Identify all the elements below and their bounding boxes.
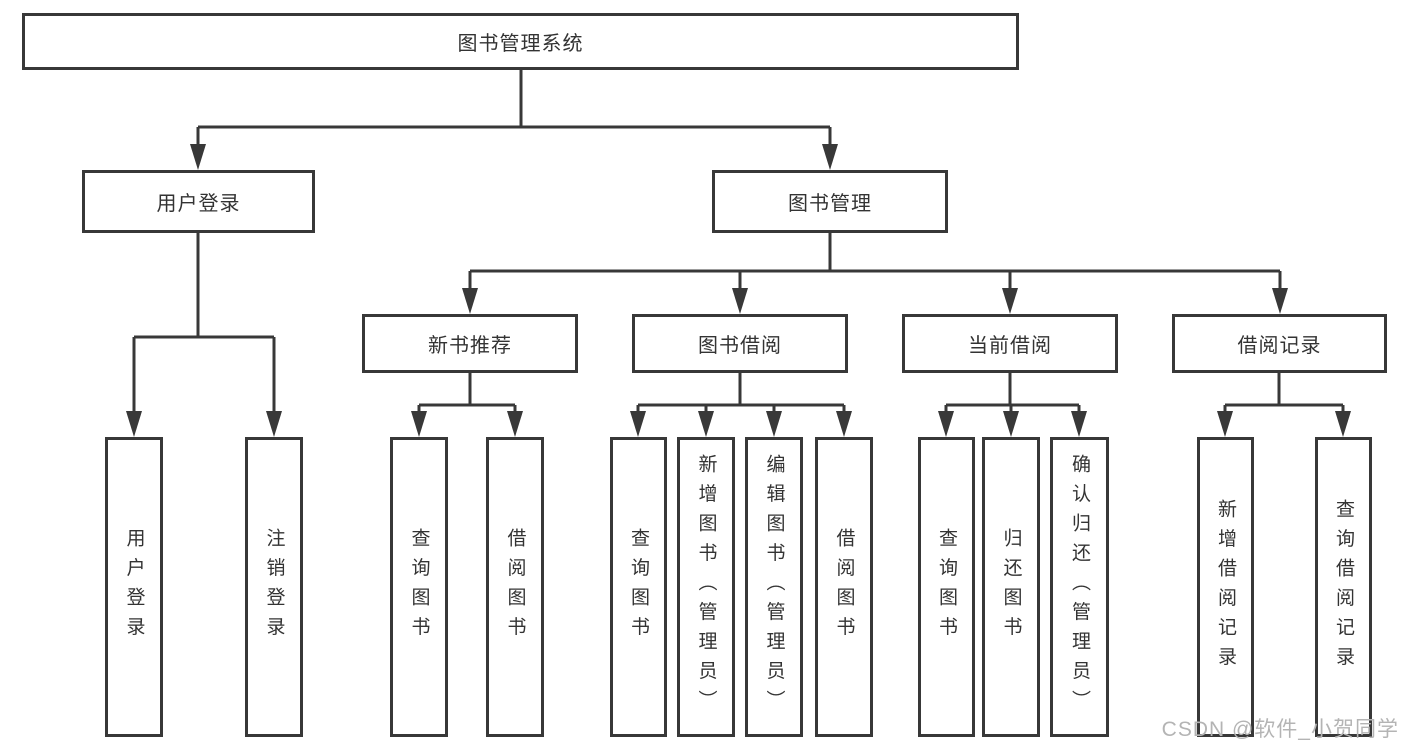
leaf-record-query: 查询借阅记录 bbox=[1315, 437, 1372, 737]
leaf-newbook-query-label: 查询图书 bbox=[408, 528, 430, 646]
connector-record-to-leaves bbox=[1217, 373, 1351, 437]
leaf-borrow-edit-admin: 编辑图书（管理员） bbox=[745, 437, 803, 737]
node-book-borrow-label: 图书借阅 bbox=[698, 335, 782, 357]
node-user-login-label: 用户登录 bbox=[156, 193, 241, 215]
leaf-borrow-query-label: 查询图书 bbox=[628, 528, 649, 646]
leaf-borrow-borrow-label: 借阅图书 bbox=[833, 528, 855, 646]
node-book-management-label: 图书管理 bbox=[788, 193, 872, 215]
watermark-text: CSDN @软件_小贺同学 bbox=[1161, 718, 1399, 741]
node-borrow-record-label: 借阅记录 bbox=[1237, 335, 1322, 357]
connector-login-to-leaves bbox=[126, 233, 282, 437]
leaf-logout-label: 注销登录 bbox=[263, 528, 285, 646]
node-book-borrow: 图书借阅 bbox=[632, 314, 848, 373]
leaf-user-login-label: 用户登录 bbox=[123, 528, 145, 646]
leaf-borrow-add-admin: 新增图书（管理员） bbox=[677, 437, 735, 737]
leaf-newbook-query: 查询图书 bbox=[390, 437, 448, 737]
leaf-current-return-label: 归还图书 bbox=[1000, 528, 1022, 646]
leaf-logout: 注销登录 bbox=[245, 437, 303, 737]
connector-newbook-to-leaves bbox=[411, 373, 523, 437]
leaf-newbook-borrow: 借阅图书 bbox=[486, 437, 544, 737]
connector-borrow-to-leaves bbox=[630, 373, 852, 437]
leaf-user-login: 用户登录 bbox=[105, 437, 163, 737]
leaf-borrow-borrow: 借阅图书 bbox=[815, 437, 873, 737]
leaf-borrow-query: 查询图书 bbox=[610, 437, 667, 737]
node-current-borrow: 当前借阅 bbox=[902, 314, 1118, 373]
connector-root-to-level2 bbox=[190, 70, 838, 170]
node-borrow-record: 借阅记录 bbox=[1172, 314, 1387, 373]
leaf-record-add-label: 新增借阅记录 bbox=[1215, 498, 1236, 676]
leaf-record-add: 新增借阅记录 bbox=[1197, 437, 1254, 737]
leaf-borrow-add-admin-label: 新增图书（管理员） bbox=[695, 454, 717, 720]
leaf-current-query-label: 查询图书 bbox=[936, 528, 957, 646]
node-current-borrow-label: 当前借阅 bbox=[968, 335, 1052, 357]
node-user-login: 用户登录 bbox=[82, 170, 315, 233]
leaf-current-query: 查询图书 bbox=[918, 437, 975, 737]
leaf-current-confirm-admin: 确认归还（管理员） bbox=[1050, 437, 1109, 737]
leaf-borrow-edit-admin-label: 编辑图书（管理员） bbox=[763, 454, 785, 720]
leaf-newbook-borrow-label: 借阅图书 bbox=[504, 528, 526, 646]
connector-management-to-level3 bbox=[462, 233, 1288, 314]
node-new-book-recommend-label: 新书推荐 bbox=[428, 335, 512, 357]
node-root: 图书管理系统 bbox=[22, 13, 1019, 70]
node-root-label: 图书管理系统 bbox=[457, 33, 584, 55]
leaf-current-return: 归还图书 bbox=[982, 437, 1040, 737]
leaf-record-query-label: 查询借阅记录 bbox=[1333, 498, 1354, 676]
node-book-management: 图书管理 bbox=[712, 170, 948, 233]
node-new-book-recommend: 新书推荐 bbox=[362, 314, 578, 373]
connector-current-to-leaves bbox=[938, 373, 1087, 437]
leaf-current-confirm-admin-label: 确认归还（管理员） bbox=[1069, 454, 1090, 720]
